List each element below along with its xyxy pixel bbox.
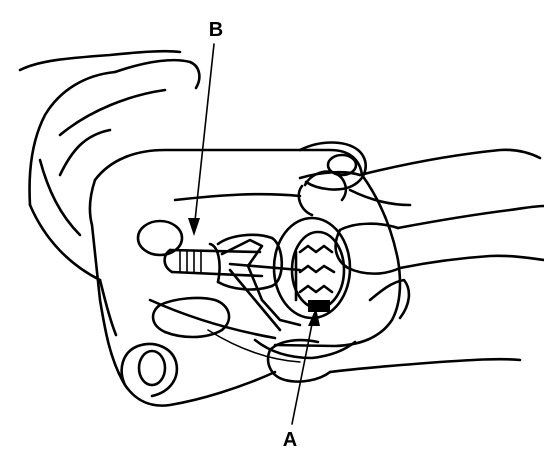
flange-bolt-hole-bottom	[137, 349, 167, 387]
callout-b: B	[188, 19, 223, 236]
left-hand	[18, 49, 201, 337]
callout-b-label: B	[209, 19, 223, 41]
flange-bolt-hole-top	[326, 153, 358, 177]
callout-a-arrowhead	[308, 308, 320, 326]
drive-shaft	[163, 242, 264, 284]
callout-b-arrowhead	[188, 218, 200, 236]
right-hand	[297, 148, 544, 275]
starter-housing	[88, 141, 411, 407]
pinion-gear	[272, 216, 352, 320]
callout-a-leader	[291, 313, 315, 425]
callout-a: A	[283, 308, 320, 451]
housing-boss	[136, 219, 184, 257]
shift-lever-bracket	[220, 238, 302, 332]
callout-a-label: A	[283, 429, 297, 451]
callout-b-leader	[193, 43, 215, 231]
left-hand-fingers	[151, 296, 522, 383]
